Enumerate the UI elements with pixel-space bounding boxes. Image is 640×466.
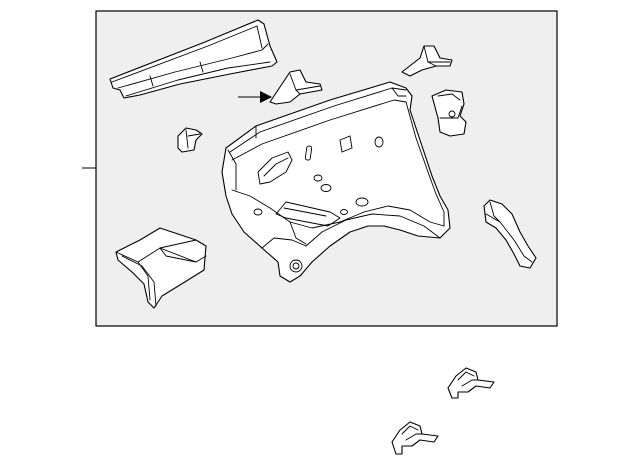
rail-bracket-small [269, 69, 323, 105]
apron-bracket-top [401, 45, 453, 77]
clip-lower [391, 421, 439, 455]
lower-bracket-right [483, 199, 537, 269]
upper-rail-reinforcement [109, 19, 278, 99]
arrow-icon [238, 91, 272, 103]
small-bracket-left [177, 127, 203, 153]
fender-apron-panel [221, 81, 451, 283]
clip-upper [447, 367, 495, 399]
front-extension-box [115, 227, 207, 309]
mount-bracket [431, 89, 467, 137]
